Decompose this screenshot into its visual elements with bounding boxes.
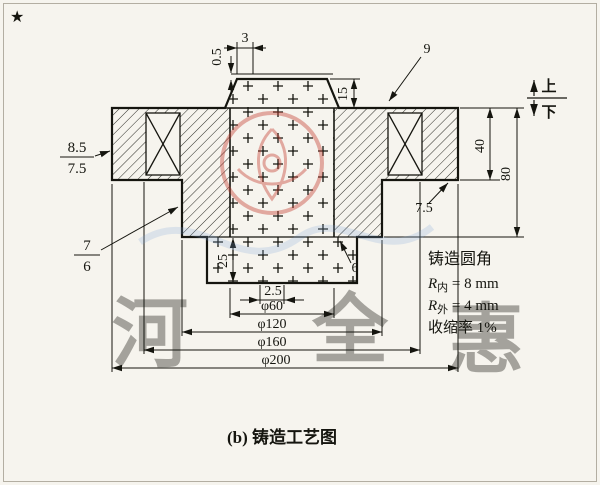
dim-top-allowance: 9 [424,42,431,57]
orientation-down-label: 下 [541,104,556,121]
dim-right-bottom-allowance: 7.5 [415,201,433,216]
red-seal-watermark [220,111,324,215]
r-inner-value: = 8 mm [448,276,499,292]
orientation-up-label: 上 [541,78,556,95]
note-shrinkage: 收缩率 1% [428,319,497,336]
watermark: 河 全 惠 [112,111,524,383]
dimension-lines [111,42,524,372]
dim-dia-flange: φ200 [261,353,290,368]
dim-top-print-height: 15 [336,87,351,101]
watermark-char-1: 河 [112,293,188,377]
dim-dia-bolt-circle: φ160 [257,335,286,350]
uncast-hole-left [145,112,181,176]
r-outer-symbol: R [427,298,437,314]
dim-left-allowance-top: 8.5 [68,140,87,156]
top-core-print [225,79,339,108]
dim-hub-height: 80 [499,167,514,181]
dim-left-allowance-bottom: 7.5 [68,161,87,177]
dim-hub-allowance-bottom: 6 [83,259,91,275]
note-r-outer: R外 = 4 mm [427,298,499,316]
part-outline [110,73,460,285]
uncast-hole-marks [145,112,423,176]
r-outer-value: = 4 mm [448,298,499,314]
core-body [230,108,334,237]
orientation-mark [527,80,567,116]
dimension-labels: 0.5 3 15 9 8.5 7.5 7 6 7.5 6 40 80 25 2.… [68,31,557,368]
leader-lines [60,56,449,264]
dim-top-clearance: 0.5 [210,48,225,66]
script-watermark [138,224,435,255]
dim-top-side-gap: 3 [242,31,249,46]
r-outer-subscript: 外 [437,303,448,316]
dim-bottom-print-gap: 2.5 [264,284,282,299]
corner-mark: ★ [10,9,24,26]
note-r-inner: R内 = 8 mm [427,276,499,294]
dim-dia-hub: φ120 [257,317,286,332]
watermark-characters: 河 全 惠 [112,289,524,383]
figure-caption: (b) 铸造工艺图 [227,427,337,447]
dim-bottom-print-height: 25 [216,254,231,268]
core-areas [207,79,357,283]
r-inner-subscript: 内 [437,280,448,294]
dim-flange-thickness: 40 [473,139,488,153]
watermark-char-3: 惠 [448,299,524,383]
uncast-hole-right [387,112,423,176]
note-fillet-title: 铸造圆角 [428,250,492,268]
casting-notes: 铸造圆角 R内 = 8 mm R外 = 4 mm 收缩率 1% [427,250,499,336]
dim-hub-allowance-top: 7 [83,238,91,254]
dim-hub-bottom-allowance: 6 [352,261,359,276]
dim-dia-hole: φ60 [261,299,283,314]
watermark-char-2: 全 [311,289,389,373]
r-inner-symbol: R [427,276,437,292]
